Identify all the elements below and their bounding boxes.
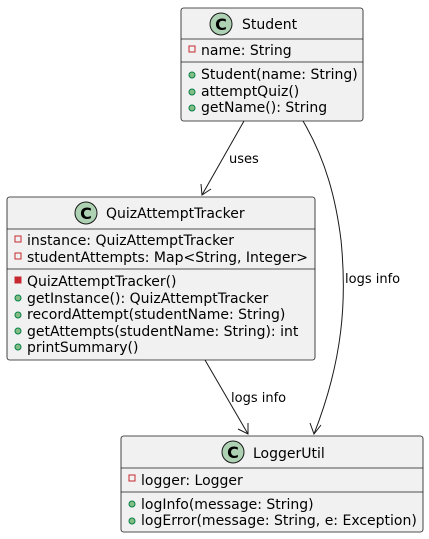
private-method-marker: [14, 276, 22, 284]
class-icon: [74, 201, 98, 225]
edge-student-to-tracker: uses: [200, 120, 259, 196]
method: attemptQuiz(): [201, 84, 299, 100]
class-quiz-attempt-tracker[interactable]: C QuizAttemptTracker instance: QuizAttem…: [6, 196, 316, 361]
attribute: logger: Logger: [141, 473, 243, 489]
class-icon: [209, 12, 233, 36]
class-name: LoggerUtil: [253, 446, 325, 462]
method: QuizAttemptTracker(): [27, 274, 177, 290]
public-method-marker: [188, 104, 196, 112]
private-attribute-marker: [14, 252, 22, 260]
class-icon-letter: C: [227, 443, 239, 462]
class-box: [6, 196, 316, 361]
class-name: QuizAttemptTracker: [106, 206, 245, 222]
attribute: instance: QuizAttemptTracker: [27, 233, 234, 249]
method: getName(): String: [201, 100, 327, 116]
arrowhead: [200, 183, 212, 196]
public-method-marker: [14, 294, 22, 302]
public-method-marker: [128, 517, 136, 525]
class-icon-letter: C: [215, 15, 227, 34]
class-student[interactable]: C Student name: String Student(name: Str…: [180, 7, 364, 122]
edge-label-logs-info: logs info: [231, 391, 286, 406]
public-method-marker: [188, 88, 196, 96]
method: recordAttempt(studentName: String): [27, 307, 285, 323]
edge-label-logs-info: logs info: [345, 272, 400, 287]
arrowhead: [237, 423, 249, 435]
method: logInfo(message: String): [141, 497, 314, 513]
class-box: [180, 7, 364, 122]
public-method-marker: [128, 500, 136, 508]
class-icon-letter: C: [80, 204, 92, 223]
method: getAttempts(studentName: String): int: [27, 324, 299, 340]
public-method-marker: [188, 71, 196, 79]
edge-tracker-to-logger: logs info: [204, 359, 286, 435]
edge-student-to-logger: logs info: [302, 120, 400, 436]
class-logger-util[interactable]: C LoggerUtil logger: Logger logInfo(mess…: [120, 435, 424, 533]
method: Student(name: String): [201, 67, 358, 83]
class-icon: [221, 440, 245, 464]
method: printSummary(): [27, 340, 138, 356]
public-method-marker: [14, 311, 22, 319]
private-attribute-marker: [128, 474, 136, 482]
attribute: studentAttempts: Map<String, Integer>: [27, 250, 308, 266]
private-attribute-marker: [188, 45, 196, 53]
public-method-marker: [14, 343, 22, 351]
method: getInstance(): QuizAttemptTracker: [27, 291, 268, 307]
method: logError(message: String, e: Exception): [141, 513, 417, 529]
public-method-marker: [14, 327, 22, 335]
edge-label-uses: uses: [229, 152, 259, 167]
arrowhead: [309, 422, 322, 436]
class-name: Student: [242, 17, 298, 33]
attribute: name: String: [201, 43, 292, 59]
private-attribute-marker: [14, 235, 22, 243]
class-box: [120, 435, 424, 533]
